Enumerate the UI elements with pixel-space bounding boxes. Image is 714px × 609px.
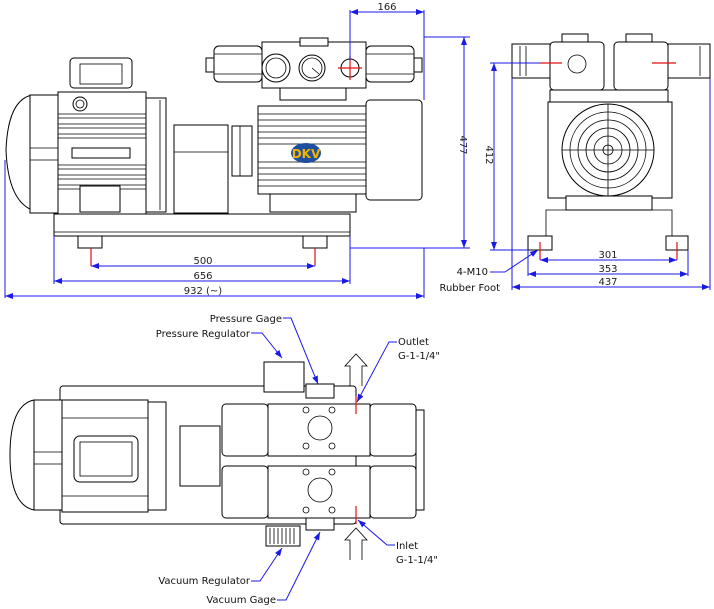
- pressure-regulator-label: Pressure Regulator: [156, 329, 251, 340]
- coupling: [231, 125, 253, 177]
- dim-353: 353: [598, 264, 617, 275]
- motor-flange: [145, 97, 167, 213]
- side-base-frame: [545, 209, 673, 236]
- top-view-annotations: Pressure Gage Pressure Regulator Outlet …: [156, 314, 440, 606]
- top-pump-head-lower: [267, 465, 371, 519]
- dim-477: 477: [457, 135, 468, 154]
- cable-gland: [72, 96, 88, 112]
- top-pump-head-upper: [267, 403, 371, 457]
- coupling-housing: [173, 124, 229, 214]
- logo-text: DKV: [292, 147, 321, 161]
- left-head: [549, 41, 605, 91]
- dim-656: 656: [193, 271, 212, 282]
- mount-annotation-line1: 4-M10: [457, 267, 488, 278]
- dim-166: 166: [377, 2, 396, 13]
- outlet-label-line1: Outlet: [398, 337, 429, 348]
- top-view: [9, 353, 425, 560]
- inlet-label-line1: Inlet: [396, 541, 418, 552]
- outlet-label-line2: G-1-1/4": [398, 351, 440, 362]
- base-frame: [53, 213, 351, 237]
- pressure-regulator: [263, 361, 305, 393]
- left-port-fitting: [511, 43, 551, 79]
- top-pump-cyl-lower-left: [221, 465, 269, 519]
- top-pump-cyl-lower-right: [369, 465, 417, 519]
- vacuum-regulator-label: Vacuum Regulator: [158, 576, 251, 587]
- dim-500: 500: [193, 256, 212, 267]
- top-pump-cyl-upper-right: [369, 403, 417, 457]
- side-view: [511, 33, 711, 260]
- front-view: DKV: [5, 37, 423, 266]
- pump-end-cover: [365, 99, 423, 201]
- rubber-foot-right: [302, 235, 328, 249]
- inlet-arrow-icon: [344, 527, 368, 560]
- motor-fins: [58, 113, 146, 190]
- vacuum-gage-label: Vacuum Gage: [206, 595, 276, 606]
- mount-annotation-line2: Rubber Foot: [439, 283, 500, 294]
- dim-437: 437: [598, 277, 617, 288]
- vacuum-regulator: [265, 525, 301, 547]
- right-port-fitting: [667, 43, 711, 79]
- right-head: [613, 41, 669, 91]
- top-terminal-box: [73, 435, 139, 483]
- pressure-gage-top: [305, 383, 335, 399]
- rubber-foot-left: [77, 235, 103, 249]
- dim-932: 932 (~): [184, 286, 223, 297]
- left-cylinder: [213, 45, 263, 83]
- dim-412: 412: [483, 145, 494, 164]
- dkv-logo: DKV: [291, 143, 321, 163]
- terminal-box: [69, 57, 133, 89]
- motor-end-cap: [29, 94, 59, 214]
- top-pump-cyl-upper-left: [221, 403, 269, 457]
- side-view-dimensions: 412 301 353 437 4-M10 Rubber Foot: [439, 62, 711, 294]
- outlet-arrow-icon: [344, 353, 368, 386]
- front-view-dimensions: 166 477 500 656 932 (~): [4, 2, 470, 299]
- vacuum-regulator-knurl: [269, 528, 295, 544]
- pressure-gage-label: Pressure Gage: [210, 314, 282, 325]
- inlet-label-line2: G-1-1/4": [396, 555, 438, 566]
- vacuum-gage-top: [305, 517, 335, 531]
- right-cylinder: [365, 45, 415, 83]
- dim-301: 301: [598, 250, 617, 261]
